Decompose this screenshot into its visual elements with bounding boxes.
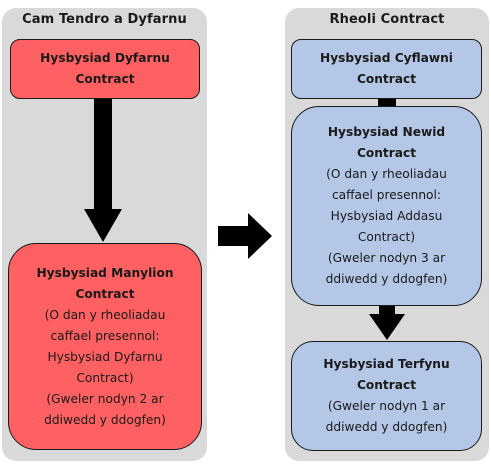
- box-text: ddiwedd y ddogfen): [44, 412, 166, 427]
- right-panel-title: Rheoli Contract: [329, 12, 445, 27]
- box-text: (Gweler nodyn 2 ar: [46, 391, 164, 406]
- box-text: (Gweler nodyn 1 ar: [327, 399, 446, 413]
- contract-details-notice-box: Hysbysiad Manylion Contract (O dan y rhe…: [8, 243, 202, 450]
- box-text: ddiwedd y ddogfen): [325, 420, 448, 434]
- box-text: (Gweler nodyn 3 ar: [327, 251, 446, 265]
- contract-change-notice-box: Hysbysiad Newid Contract (O dan y rheoli…: [291, 106, 482, 306]
- box-text: Contract): [357, 230, 416, 244]
- down-arrow-shaft: [378, 99, 396, 109]
- box-title: Hysbysiad Newid: [327, 125, 446, 139]
- down-arrow-head: [369, 314, 405, 340]
- box-text: caffael presennol:: [331, 188, 441, 202]
- box-text: caffael presennol:: [50, 328, 160, 343]
- left-panel-title: Cam Tendro a Dyfarnu: [22, 12, 187, 27]
- box-title: Hysbysiad Dyfarnu: [40, 51, 170, 65]
- contract-performance-notice-box: Hysbysiad Cyflawni Contract: [291, 39, 482, 99]
- box-title: Contract: [75, 286, 135, 301]
- box-title: Contract: [356, 146, 417, 160]
- box-title: Hysbysiad Manylion: [36, 265, 174, 280]
- box-text: (O dan y rheoliadau: [326, 167, 447, 181]
- box-text: Hysbysiad Dyfarnu: [47, 349, 163, 364]
- box-title: Hysbysiad Terfynu: [323, 357, 450, 371]
- right-arrow: [218, 213, 272, 259]
- box-title: Contract: [356, 72, 417, 86]
- down-arrow-shaft: [379, 306, 395, 316]
- down-arrow-head: [84, 209, 122, 242]
- box-title: Contract: [356, 378, 417, 392]
- box-text: Contract): [76, 370, 134, 385]
- contract-termination-notice-box: Hysbysiad Terfynu Contract (Gweler nodyn…: [291, 341, 482, 451]
- box-text: (O dan y rheoliadau: [44, 307, 166, 322]
- box-title: Contract: [75, 72, 135, 86]
- box-text: ddiwedd y ddogfen): [325, 272, 448, 286]
- box-text: Hysbysiad Addasu: [330, 209, 443, 223]
- down-arrow-shaft: [94, 99, 112, 211]
- box-title: Hysbysiad Cyflawni: [320, 51, 453, 65]
- contract-award-notice-box: Hysbysiad Dyfarnu Contract: [10, 39, 200, 99]
